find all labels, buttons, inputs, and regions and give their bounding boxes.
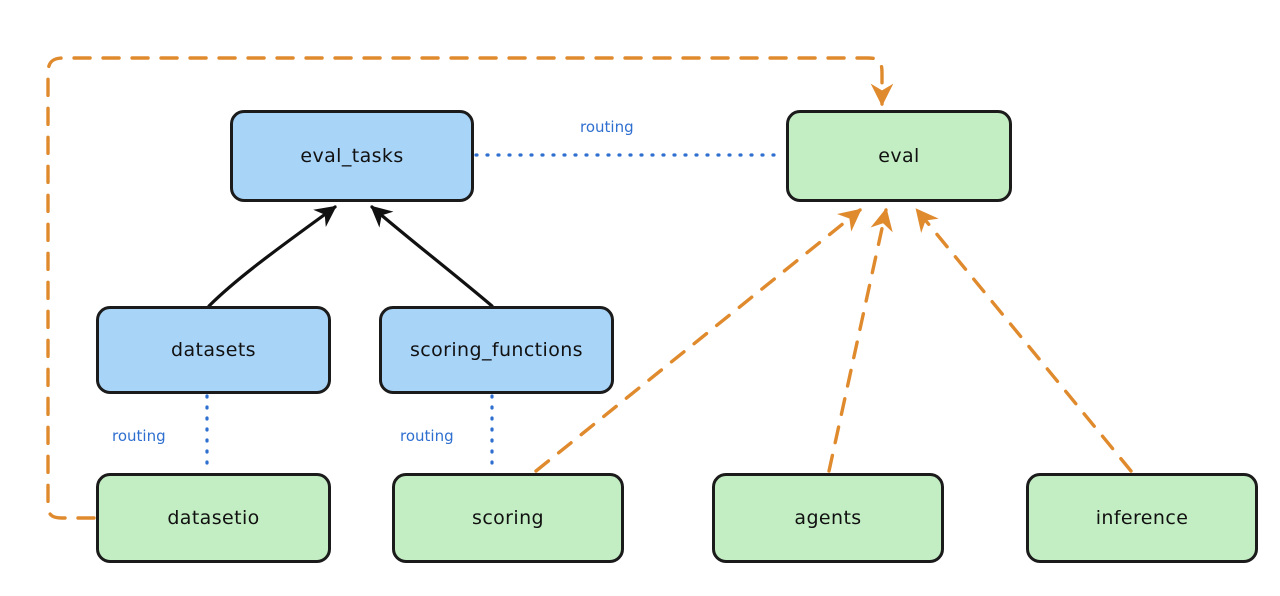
edge-inference-to-eval <box>915 208 1133 473</box>
node-scoring[interactable]: scoring <box>392 473 624 563</box>
node-eval-tasks[interactable]: eval_tasks <box>230 110 474 202</box>
node-label-datasets: datasets <box>171 339 256 361</box>
edge-scoring-to-eval <box>534 208 862 473</box>
node-label-agents: agents <box>794 507 862 529</box>
edge-label-routing-eval-tasks-eval: routing <box>578 118 636 136</box>
node-label-datasetio: datasetio <box>167 507 260 529</box>
edge-datasets-to-eval-tasks <box>207 205 337 308</box>
edge-label-routing-scoring-functions-scoring: routing <box>398 427 456 445</box>
edge-agents-to-eval <box>827 207 893 473</box>
node-label-scoring: scoring <box>472 507 544 529</box>
node-eval[interactable]: eval <box>786 110 1012 202</box>
edge-scoring-functions-to-eval-tasks <box>370 205 494 308</box>
node-scoring-functions[interactable]: scoring_functions <box>379 306 614 394</box>
node-label-inference: inference <box>1095 507 1189 529</box>
node-label-scoring-functions: scoring_functions <box>410 339 583 361</box>
node-datasets[interactable]: datasets <box>96 306 331 394</box>
node-datasetio[interactable]: datasetio <box>96 473 331 563</box>
node-agents[interactable]: agents <box>712 473 944 563</box>
node-label-eval-tasks: eval_tasks <box>300 145 404 167</box>
node-label-eval: eval <box>878 145 920 167</box>
edge-label-routing-datasets-datasetio: routing <box>110 427 168 445</box>
edge-datasetio-to-eval <box>46 56 894 520</box>
node-inference[interactable]: inference <box>1026 473 1258 563</box>
